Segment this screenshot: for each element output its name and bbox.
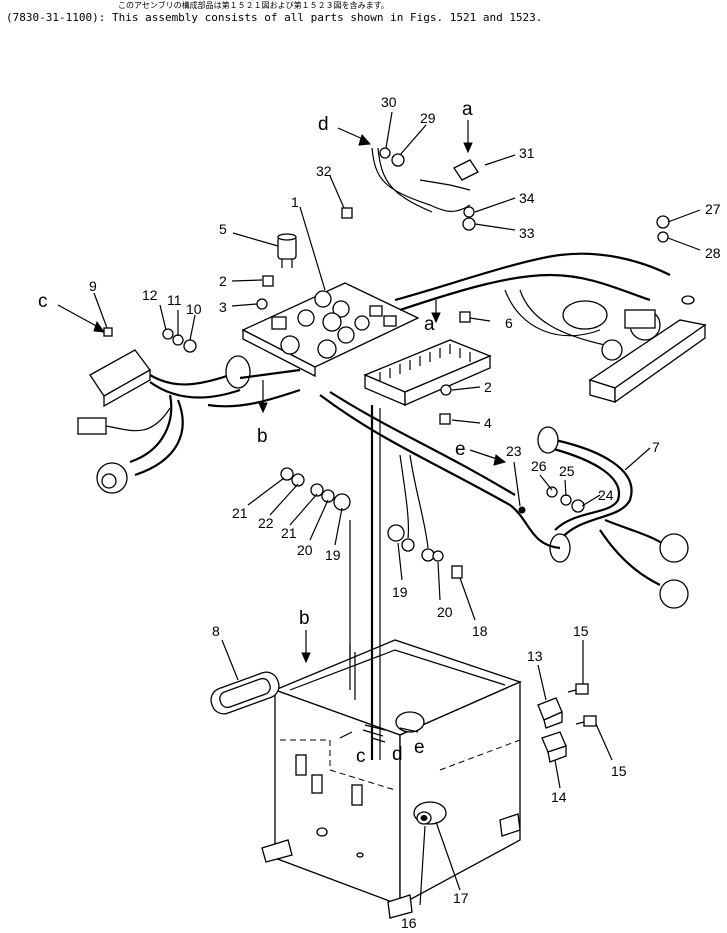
letter-d-top: d xyxy=(318,114,329,135)
terminal-strip xyxy=(363,311,492,406)
callout-20-right: 20 xyxy=(437,604,453,620)
callout-15-lower: 15 xyxy=(611,763,627,779)
japanese-note: このアセンブリの構成部品は第１５２１図および第１５２３図を含みます。 xyxy=(118,1,389,10)
callout-12: 12 xyxy=(142,287,158,303)
callout-28: 28 xyxy=(705,245,721,261)
callout-1: 1 xyxy=(291,194,299,210)
callout-29: 29 xyxy=(420,110,436,126)
letter-e-box: e xyxy=(414,737,425,758)
callout-2-upper: 2 xyxy=(219,273,227,289)
callout-13: 13 xyxy=(527,648,543,664)
callout-numbers: 1 2 2 3 4 5 6 7 8 9 10 11 12 13 14 15 15… xyxy=(89,94,721,931)
letter-b-left: b xyxy=(257,426,268,447)
callout-32: 32 xyxy=(316,163,332,179)
callout-24: 24 xyxy=(598,487,614,503)
callout-26: 26 xyxy=(531,458,547,474)
washers-left xyxy=(280,467,463,579)
callout-6: 6 xyxy=(505,315,513,331)
callout-8: 8 xyxy=(212,623,220,639)
housing-box xyxy=(261,639,522,919)
letter-c-box: c xyxy=(356,746,366,767)
vertical-wires xyxy=(349,405,381,760)
bolt-15-lower xyxy=(575,715,597,727)
letter-a-mid: a xyxy=(424,314,435,335)
leader-lines xyxy=(57,111,701,906)
callout-9: 9 xyxy=(89,278,97,294)
relay-5 xyxy=(277,233,297,268)
callout-18: 18 xyxy=(472,623,488,639)
callout-21-mid: 21 xyxy=(281,525,297,541)
callout-3: 3 xyxy=(219,299,227,315)
callout-31: 31 xyxy=(519,145,535,161)
callout-34: 34 xyxy=(519,190,535,206)
main-cable-bundle xyxy=(394,252,671,346)
terminal-wires xyxy=(399,454,435,562)
callout-14: 14 xyxy=(551,789,567,805)
callout-17: 17 xyxy=(453,890,469,906)
callout-19-right: 19 xyxy=(392,584,408,600)
callout-16: 16 xyxy=(401,915,417,931)
callout-15-upper: 15 xyxy=(573,623,589,639)
grommet-8 xyxy=(210,671,280,715)
callout-25: 25 xyxy=(559,463,575,479)
callout-2-lower: 2 xyxy=(484,379,492,395)
callout-4: 4 xyxy=(484,415,492,431)
right-bracket xyxy=(588,295,707,404)
callout-27: 27 xyxy=(705,201,721,217)
callout-23: 23 xyxy=(506,443,522,459)
callout-22: 22 xyxy=(258,515,274,531)
clamp-14 xyxy=(541,731,567,763)
letter-c-left: c xyxy=(38,291,48,312)
left-harness xyxy=(77,349,301,494)
callout-7: 7 xyxy=(652,439,660,455)
letter-b-box: b xyxy=(299,608,310,629)
bolt-15-upper xyxy=(567,683,589,695)
callout-30: 30 xyxy=(381,94,397,110)
cable-7 xyxy=(319,391,689,609)
washers-right xyxy=(518,486,585,514)
callout-33: 33 xyxy=(519,225,535,241)
clamp-13 xyxy=(537,697,563,729)
callout-21-left: 21 xyxy=(232,505,248,521)
connection-letters: a a b b c c d d e e xyxy=(38,99,473,767)
top-small-parts xyxy=(103,147,670,425)
callout-20-left: 20 xyxy=(297,542,313,558)
callout-10: 10 xyxy=(186,301,202,317)
letter-a-top: a xyxy=(462,99,473,120)
callout-11: 11 xyxy=(167,292,182,308)
callout-19-left: 19 xyxy=(325,547,341,563)
harness-31 xyxy=(371,147,479,213)
english-note: (7830-31-1100): This assembly consists o… xyxy=(6,11,543,24)
callout-5: 5 xyxy=(219,221,227,237)
circuit-board-1 xyxy=(241,282,420,378)
letter-e-mid: e xyxy=(455,439,466,460)
letter-d-box: d xyxy=(392,744,403,765)
